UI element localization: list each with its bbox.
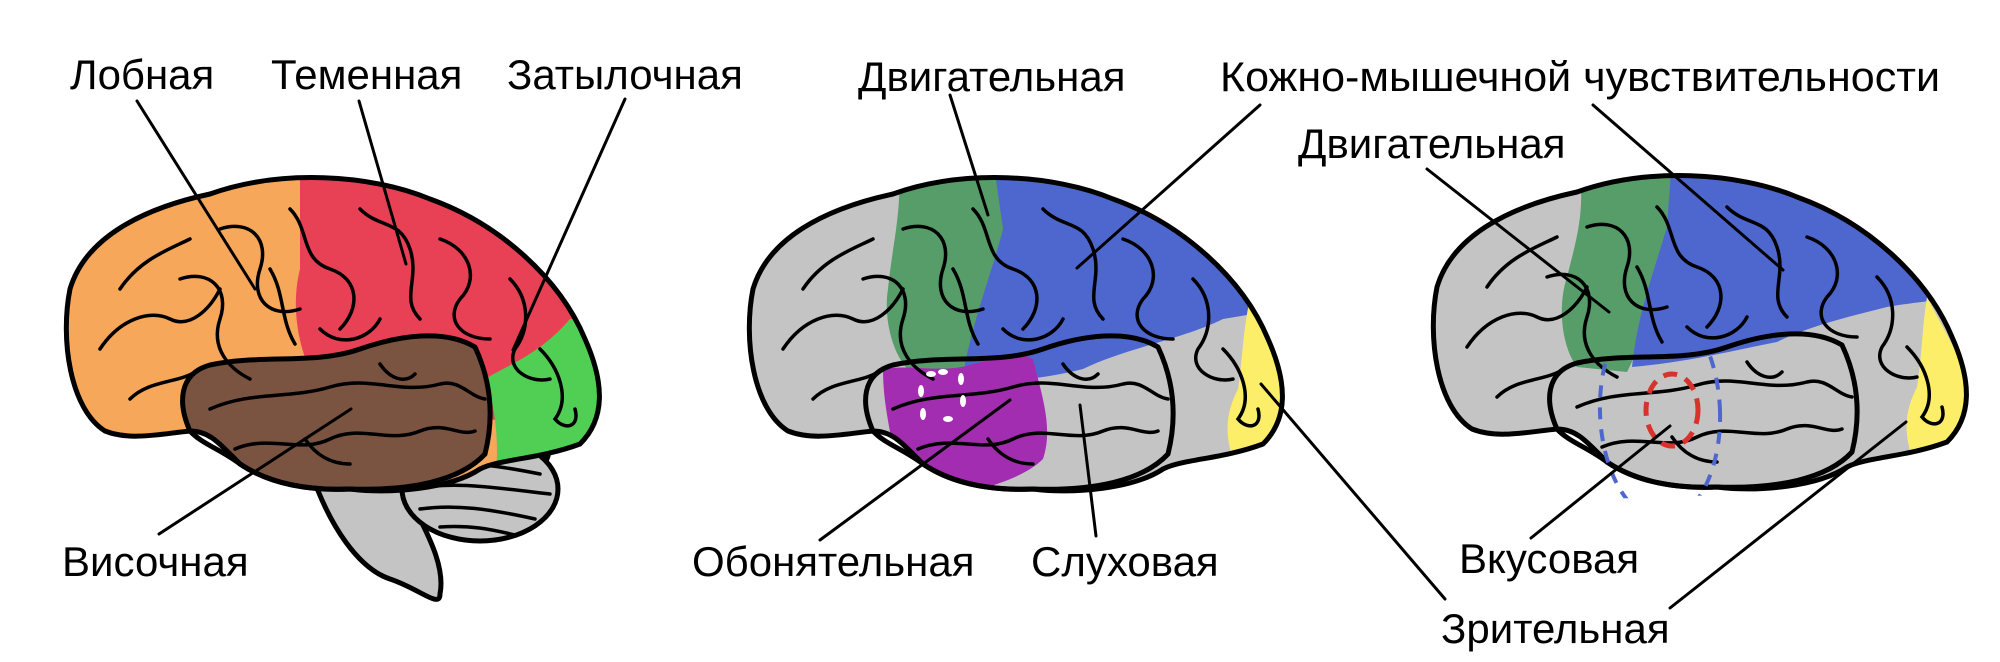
label-gustatory: Вкусовая: [1459, 535, 1639, 582]
label-visual: Зрительная: [1441, 605, 1670, 652]
leader-parietal: [357, 99, 408, 266]
label-somatosensory: Кожно-мышечной чувствительности: [1220, 53, 1940, 100]
label-frontal: Лобная: [70, 51, 214, 98]
leader-temporal: [157, 407, 353, 536]
label-temporal: Височная: [62, 538, 249, 585]
temporal-zone-dashed-outline: [1597, 352, 1723, 500]
leader-frontal: [135, 99, 257, 291]
leader-lines: [135, 93, 1908, 610]
brain-functional-areas-diagram: [733, 159, 1343, 519]
leader-somatosensory-3: [1591, 103, 1785, 272]
leader-somatosensory-2: [1075, 103, 1262, 270]
label-occipital: Затылочная: [507, 51, 743, 98]
label-motor-3: Двигательная: [1298, 120, 1565, 167]
leader-motor-2: [948, 93, 990, 217]
gustatory-area-dashed-outline: [1643, 371, 1701, 449]
olfactory-markers: [918, 369, 966, 422]
visual-area-region: [1227, 289, 1283, 464]
motor-area-region: [886, 177, 1033, 379]
visual-area-region: [1906, 297, 1967, 462]
leader-olfactory: [818, 398, 1012, 542]
label-olfactory: Обонятельная: [692, 538, 974, 585]
leader-auditory: [1078, 403, 1098, 538]
labels: Лобная Теменная Затылочная Височная Двиг…: [62, 51, 1940, 652]
leader-gustatory: [1529, 424, 1672, 540]
label-auditory: Слуховая: [1031, 538, 1219, 585]
leader-visual-2: [1259, 382, 1447, 601]
brain-sensory-areas-diagram: [1417, 157, 2000, 500]
label-motor-2: Двигательная: [858, 53, 1125, 100]
cerebrum-regions: [66, 177, 600, 491]
label-parietal: Теменная: [271, 51, 462, 98]
leader-visual-3: [1668, 420, 1908, 610]
leader-occipital: [511, 97, 627, 352]
leader-motor-3: [1425, 167, 1611, 314]
